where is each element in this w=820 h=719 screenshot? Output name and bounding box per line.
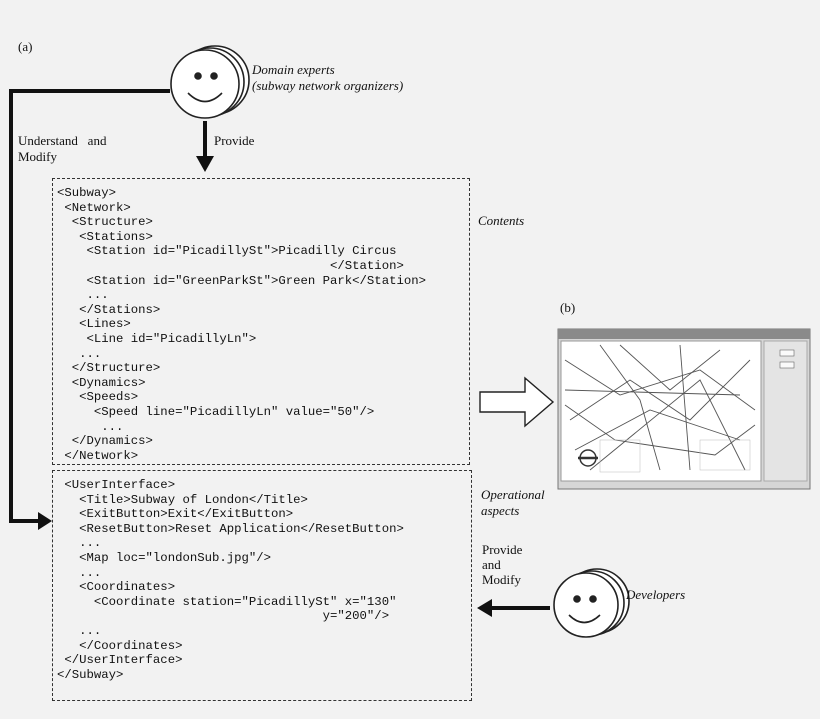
panel-a-label: (a) bbox=[18, 39, 33, 54]
code-line: </UserInterface> bbox=[57, 653, 183, 668]
developers-arrowhead bbox=[477, 599, 492, 617]
code-line: ... bbox=[57, 346, 102, 361]
code-line: <ExitButton>Exit</ExitButton> bbox=[57, 507, 294, 522]
domain-experts-subtitle: (subway network organizers) bbox=[252, 78, 404, 93]
code-line: <Stations> bbox=[57, 229, 153, 244]
code-line: <Station id="GreenParkSt">Green Park</St… bbox=[57, 273, 426, 288]
application-screenshot bbox=[557, 328, 811, 490]
operational-label-line2: aspects bbox=[481, 503, 520, 518]
provide-arrowhead bbox=[196, 156, 214, 172]
code-line: <ResetButton>Reset Application</ResetBut… bbox=[57, 521, 404, 536]
code-line: <Coordinates> bbox=[57, 580, 176, 595]
operational-code-block: <UserInterface> <Title>Subway of London<… bbox=[57, 478, 404, 682]
provide-modify-label-line1: Provide bbox=[482, 542, 523, 557]
code-line: ... bbox=[57, 565, 102, 580]
contents-box bbox=[52, 178, 470, 465]
code-line: y="200"/> bbox=[57, 609, 390, 624]
code-line: <Station id="PicadillySt">Picadilly Circ… bbox=[57, 244, 397, 259]
code-line: <Title>Subway of London</Title> bbox=[57, 492, 308, 507]
domain-experts-title: Domain experts bbox=[252, 62, 335, 77]
understand-modify-arrowhead bbox=[38, 512, 52, 530]
understand-modify-label-line2: Modify bbox=[18, 149, 57, 164]
code-line: </Coordinates> bbox=[57, 638, 183, 653]
provide-modify-label-line3: Modify bbox=[482, 572, 521, 587]
developers-face bbox=[553, 568, 630, 638]
code-line: </Station> bbox=[57, 258, 404, 273]
code-line: </Subway> bbox=[57, 667, 124, 682]
panel-b-label: (b) bbox=[560, 300, 576, 315]
domain-experts-face bbox=[170, 45, 250, 119]
code-line: </Stations> bbox=[57, 302, 161, 317]
code-line: ... bbox=[57, 536, 102, 551]
developers-label: Developers bbox=[626, 587, 686, 602]
code-line: <Lines> bbox=[57, 317, 131, 332]
code-line: <UserInterface> bbox=[57, 478, 176, 492]
code-line: <Network> bbox=[57, 200, 131, 215]
code-line: <Speed line="PicadillyLn" value="50"/> bbox=[57, 404, 375, 419]
understand-modify-connector bbox=[9, 89, 170, 523]
understand-modify-label-line1: Understand and bbox=[18, 133, 107, 148]
code-line: <Subway> bbox=[57, 186, 117, 200]
code-line: ... bbox=[57, 419, 124, 434]
code-line: <Coordinate station="PicadillySt" x="130… bbox=[57, 594, 397, 609]
code-line: </Dynamics> bbox=[57, 434, 153, 449]
code-line: <Dynamics> bbox=[57, 375, 146, 390]
code-line: </Structure> bbox=[57, 361, 161, 376]
code-line: ... bbox=[57, 623, 102, 638]
code-line: <Structure> bbox=[57, 215, 153, 230]
code-line: <Line id="PicadillyLn"> bbox=[57, 331, 257, 346]
operational-label-line1: Operational bbox=[481, 487, 545, 502]
contents-label: Contents bbox=[478, 213, 525, 228]
provide-modify-label-line2: and bbox=[482, 557, 501, 572]
operational-box bbox=[52, 470, 472, 701]
provide-label: Provide bbox=[214, 133, 255, 148]
code-line: <Speeds> bbox=[57, 390, 139, 405]
hollow-arrow-to-screenshot bbox=[479, 376, 555, 428]
code-line: </Network> bbox=[57, 448, 139, 463]
code-line: <Map loc="londonSub.jpg"/> bbox=[57, 550, 272, 565]
code-line: ... bbox=[57, 288, 109, 303]
contents-code-block: <Subway> <Network> <Structure> <Stations… bbox=[57, 186, 426, 463]
